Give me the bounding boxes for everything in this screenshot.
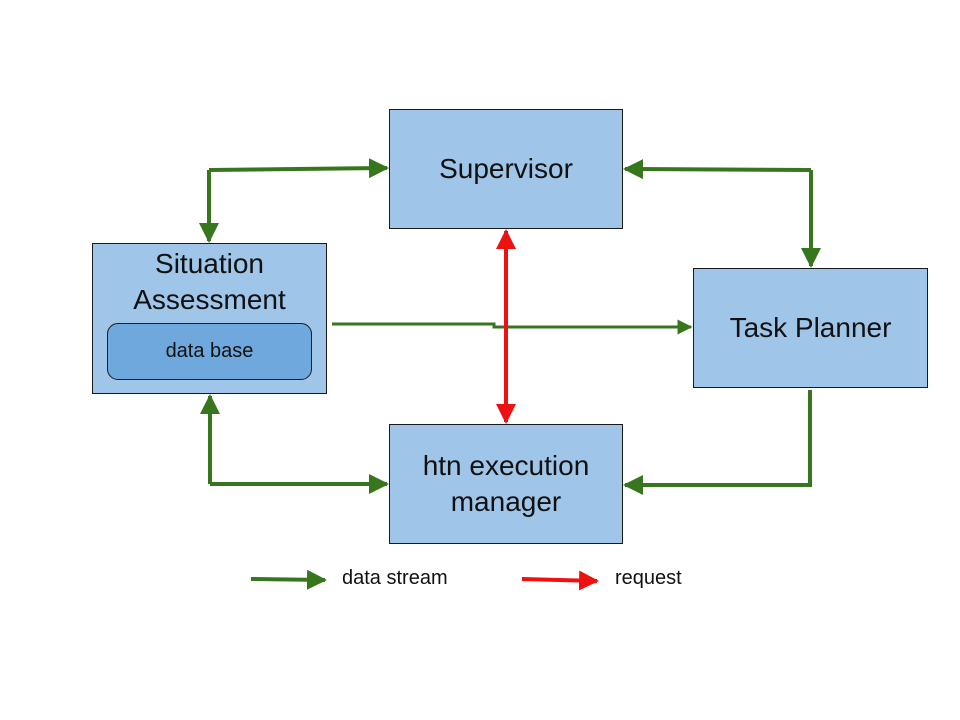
arrow-planner-to-supervisor [623, 159, 812, 180]
legend-request-arrow [521, 570, 599, 591]
task-planner-label: Task Planner [729, 311, 892, 343]
arrow-situation-to-supervisor [208, 158, 389, 179]
supervisor-node: Supervisor [389, 109, 623, 229]
situation-label-line1: Situation [155, 248, 264, 279]
situation-label-line2: Assessment [133, 284, 286, 316]
database-node: data base [107, 323, 312, 380]
supervisor-label: Supervisor [439, 152, 573, 184]
htn-execution-manager-node: htn execution manager [389, 424, 623, 544]
arrow-situation-to-planner [332, 319, 693, 335]
legend-data-stream-label: data stream [342, 567, 448, 589]
htn-label-line2: manager [450, 486, 562, 517]
htn-label-line1: htn execution [422, 449, 590, 481]
database-label: data base [165, 340, 254, 362]
arrow-planner-to-htn [623, 390, 812, 495]
legend-request-label: request [615, 567, 682, 589]
legend-data-stream-arrow [250, 569, 327, 590]
task-planner-node: Task Planner [693, 268, 928, 388]
